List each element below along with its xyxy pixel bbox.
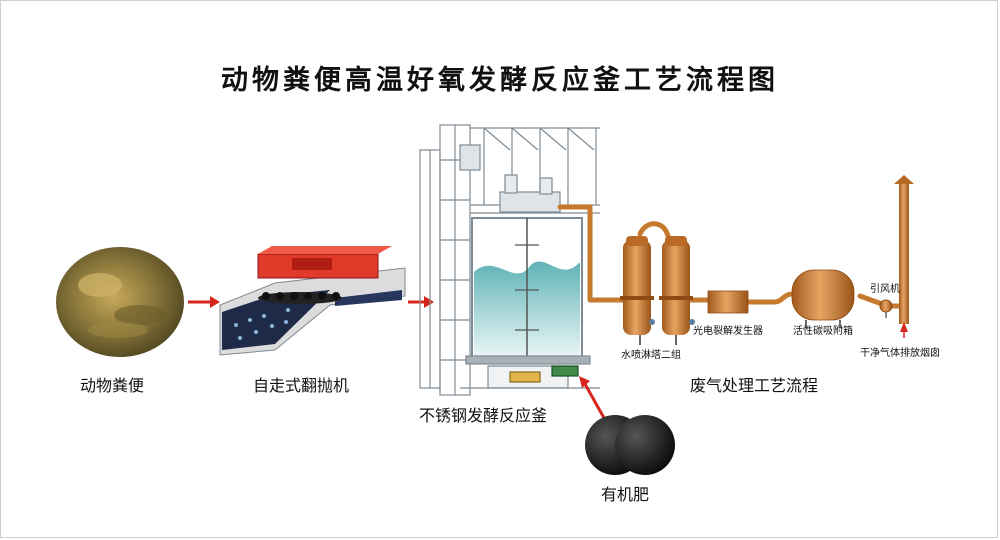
carbon-box-label: 活性碳吸附箱 xyxy=(793,326,853,337)
chimney xyxy=(894,175,914,338)
flow-arrow-manure-to-turner xyxy=(188,296,220,308)
manure-image xyxy=(56,247,184,357)
spray-towers xyxy=(620,236,695,345)
flow-arrow-reactor-to-fertilizer xyxy=(579,376,606,419)
fermentation-reactor xyxy=(419,124,600,396)
carbon-adsorption-box xyxy=(791,269,855,328)
turner-label: 自走式翻抛机 xyxy=(253,376,350,395)
manure-label: 动物粪便 xyxy=(80,376,145,395)
photo-cracker-label: 光电裂解发生器 xyxy=(693,326,763,337)
photo-cracker-box xyxy=(707,290,749,314)
chimney-label: 干净气体排放烟囱 xyxy=(860,348,940,359)
page-title: 动物粪便高温好氧发酵反应釜工艺流程图 xyxy=(221,65,779,96)
fan-label: 引风机 xyxy=(870,284,900,295)
exhaust-process-label: 废气处理工艺流程 xyxy=(690,376,819,395)
flow-arrow-turner-to-reactor xyxy=(408,296,434,308)
fertilizer-label: 有机肥 xyxy=(601,485,650,504)
turner-machine xyxy=(219,246,406,356)
fertilizer-image xyxy=(585,415,675,475)
reactor-label: 不锈钢发酵反应釜 xyxy=(419,406,548,425)
spray-tower-label: 水喷淋塔二组 xyxy=(621,350,681,361)
induced-fan xyxy=(879,299,893,318)
exhaust-pipe xyxy=(557,204,905,309)
